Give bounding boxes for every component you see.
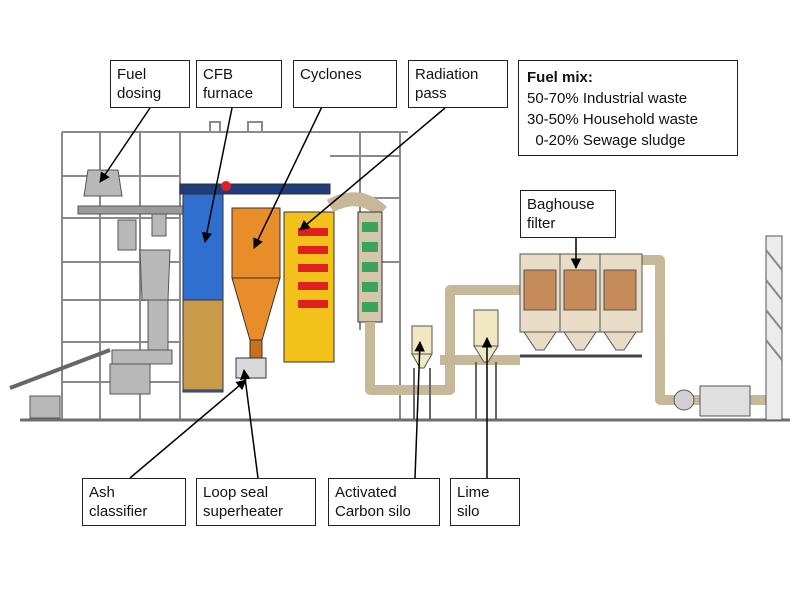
economizer-unit (326, 192, 387, 323)
cfb-furnace-pointer (201, 107, 233, 244)
fuel-dosing-pointer (99, 107, 151, 183)
cyclones-pointer (253, 89, 331, 249)
fuel-mix-line: 30-50% Household waste (527, 111, 698, 128)
cfb-furnace-label: CFB furnace (196, 60, 282, 108)
radiation-pass-label: Radiation pass (408, 60, 508, 108)
fuel-mix-box: Fuel mix: 50-70% Industrial waste 30-50%… (518, 60, 738, 156)
fuel-dosing-label: Fuel dosing (110, 60, 190, 108)
fuel-feed-system (9, 169, 211, 419)
loop-seal-pointer (240, 368, 259, 479)
baghouse-filter-label: Baghouse filter (520, 190, 616, 238)
activated-carbon-silo-unit (411, 325, 433, 420)
cyclones-label: Cyclones (293, 60, 397, 108)
fuel-mix-line: 50-70% Industrial waste (527, 90, 688, 107)
baghouse-filter-unit (519, 253, 643, 358)
radiation-pass-unit (283, 211, 335, 363)
lime-silo-label: Lime silo (450, 478, 520, 526)
loop-seal-superheater-label: Loop seal superheater (196, 478, 316, 526)
id-fan-unit (673, 385, 751, 417)
fuel-mix-title: Fuel mix: (527, 69, 593, 86)
stack (765, 235, 783, 421)
ash-classifier-label: Ash classifier (82, 478, 186, 526)
pointer-lines (99, 89, 582, 479)
fuel-mix-line: 0-20% Sewage sludge (527, 132, 686, 149)
cfb-furnace-unit (179, 181, 331, 393)
activated-carbon-pointer (414, 340, 425, 479)
radiation-pass-pointer (299, 107, 446, 231)
cyclone-unit (231, 207, 281, 379)
activated-carbon-silo-label: Activated Carbon silo (328, 478, 440, 526)
ash-classifier-pointer (129, 379, 247, 479)
